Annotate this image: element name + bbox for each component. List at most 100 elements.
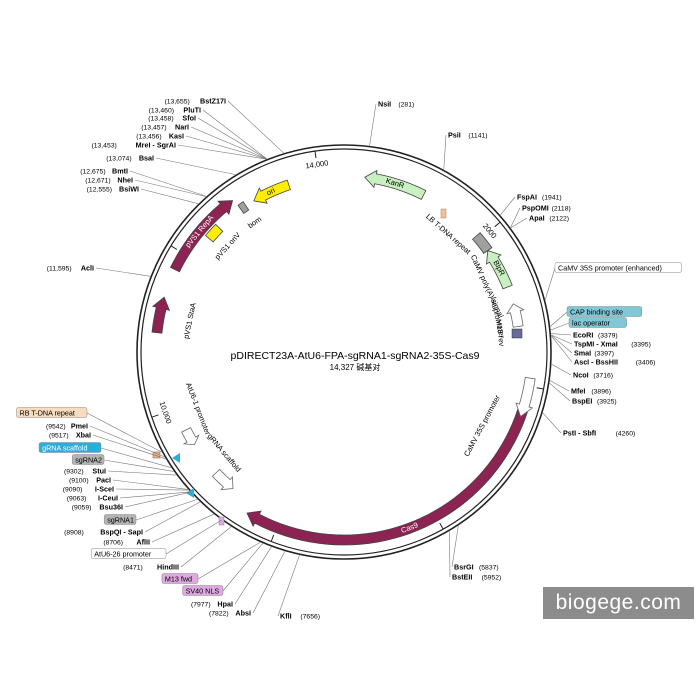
- enzyme-position: (9302): [64, 469, 84, 476]
- leader-line: [551, 334, 573, 354]
- enzyme-name: FspAI: [517, 193, 537, 202]
- feature-bom: [237, 201, 250, 214]
- leader-line: [165, 519, 222, 555]
- site-label-bmti: BmtI(12,675): [80, 167, 207, 197]
- feature-label-bom: bom: [246, 214, 263, 230]
- site-label-pmei: PmeI(9542): [46, 422, 165, 458]
- label-text: SV40 NLS: [186, 587, 220, 596]
- site-label-psti-sbfi: PstI - SbfI(4260): [542, 412, 636, 438]
- backbone-inner-line: [140, 148, 548, 556]
- enzyme-name: NheI: [117, 176, 133, 185]
- site-label-bsiwi: BsiWI(12,555): [87, 185, 199, 204]
- enzyme-position: (7822): [209, 611, 229, 618]
- leader-line: [227, 100, 284, 154]
- site-label-sgrna1: sgRNA1: [103, 499, 198, 525]
- site-label-nsii: NsiI(281): [369, 100, 414, 146]
- leader-line: [449, 531, 451, 578]
- label-text: AtU6-26 promoter: [94, 550, 152, 559]
- label-box: [16, 407, 88, 418]
- enzyme-position: (9090): [63, 487, 83, 494]
- leader-line: [510, 217, 528, 229]
- site-label-grna-scaffold: gRNA scaffold: [38, 442, 172, 469]
- feature-kanr: [364, 169, 427, 201]
- leader-line: [190, 126, 267, 160]
- backbone-ring: [136, 144, 552, 560]
- lb-marker: [440, 208, 447, 219]
- enzyme-position: (1941): [542, 195, 562, 202]
- site-label-lac-operator: lac operator: [550, 317, 627, 331]
- enzyme-position: (4260): [616, 431, 636, 438]
- leader-line: [115, 488, 189, 491]
- tick-mark: [151, 414, 159, 418]
- label-text: CAP binding site: [570, 308, 623, 317]
- enzyme-name: Bsu36I: [99, 503, 123, 512]
- feature-label-atu6-1-promoter: AtU6-1 promoter: [184, 381, 213, 436]
- tick-mark: [270, 534, 275, 542]
- leader-line: [551, 334, 573, 345]
- enzyme-position: (13,655): [164, 99, 189, 106]
- site-label-hindiii: HindIII(8471): [123, 526, 232, 572]
- label-box: [554, 262, 682, 273]
- enzyme-position: (9059): [72, 505, 92, 512]
- site-label-kasi: KasI(13,456): [136, 132, 267, 160]
- label-text: RB T-DNA repeat: [20, 409, 75, 418]
- tick-mark: [439, 522, 444, 530]
- site-label-hpai: HpaI(7977): [191, 546, 272, 609]
- watermark: biogege.com: [543, 587, 694, 619]
- label-box: [38, 442, 102, 453]
- label-text: M13 fwd: [165, 575, 192, 584]
- leader-line: [451, 525, 459, 568]
- enzyme-name: StuI: [92, 467, 106, 476]
- enzyme-name: BspQI - SapI: [100, 528, 143, 537]
- enzyme-name: TspMI - XmaI: [574, 340, 618, 349]
- leader-line: [551, 333, 572, 336]
- leader-line: [92, 434, 166, 459]
- tick-label: 10,000: [158, 400, 174, 425]
- enzyme-name: BstEII: [452, 573, 472, 582]
- enzyme-name: AflII: [136, 538, 150, 547]
- enzyme-position: (13,458): [148, 116, 173, 123]
- feature-pvs1-oriv: [204, 223, 224, 243]
- enzyme-position: (3395): [631, 342, 651, 349]
- enzyme-name: MfeI: [571, 387, 585, 396]
- site-label-xbai: XbaI (9517): [49, 431, 166, 459]
- site-label-nhei: NheI (12,671): [85, 176, 206, 197]
- site-label-atu6-26-promoter: AtU6-26 promoter: [90, 519, 222, 559]
- enzyme-position: (13,453): [91, 143, 116, 150]
- enzyme-name: XbaI: [76, 431, 91, 440]
- enzyme-position: (3379): [598, 333, 618, 340]
- site-label-sgrna2: sgRNA2: [71, 454, 174, 472]
- leader-line: [107, 470, 177, 476]
- enzyme-name: PacI: [96, 476, 111, 485]
- site-label-bspqi-sapi: BspQI - SapI (8908): [64, 501, 201, 537]
- enzyme-position: (9517): [49, 433, 69, 440]
- enzyme-position: (12,671): [85, 178, 110, 185]
- site-label-bspei: BspEI(3925): [549, 382, 617, 406]
- leader-line: [551, 363, 572, 376]
- enzyme-name: BsiWI: [119, 185, 139, 194]
- site-label-acli: AclI(11,595): [47, 264, 151, 277]
- enzyme-position: (5837): [479, 565, 499, 572]
- site-label-pluti: PluTI(13,460): [149, 106, 267, 160]
- site-label-i-scei: I-SceI(9090): [63, 485, 189, 494]
- label-box: [182, 585, 224, 596]
- enzyme-name: AclI: [81, 264, 94, 273]
- tick-mark: [536, 387, 544, 390]
- leader-line: [234, 546, 272, 605]
- site-label-bsu36i: Bsu36I (9059): [72, 491, 191, 512]
- feature-label-lb-t-dna-repeat: LB T-DNA repeat: [424, 212, 473, 257]
- leader-line: [134, 179, 206, 197]
- site-label-apai: ApaI(2122): [510, 214, 569, 229]
- tick-mark: [494, 221, 501, 228]
- leader-line: [129, 170, 207, 197]
- enzyme-position: (8908): [64, 530, 84, 537]
- site-label-absi: AbsI(7822): [209, 551, 286, 618]
- enzyme-name: PspOMI: [522, 204, 549, 213]
- feature-pvs1-repa: [169, 200, 234, 273]
- site-label-tspmi-xmai: TspMI - XmaI (3395): [551, 334, 651, 349]
- enzyme-name: ApaI: [529, 214, 545, 223]
- enzyme-name: BsrGI: [454, 563, 474, 572]
- site-label-psii: PsiI(1141): [443, 131, 488, 170]
